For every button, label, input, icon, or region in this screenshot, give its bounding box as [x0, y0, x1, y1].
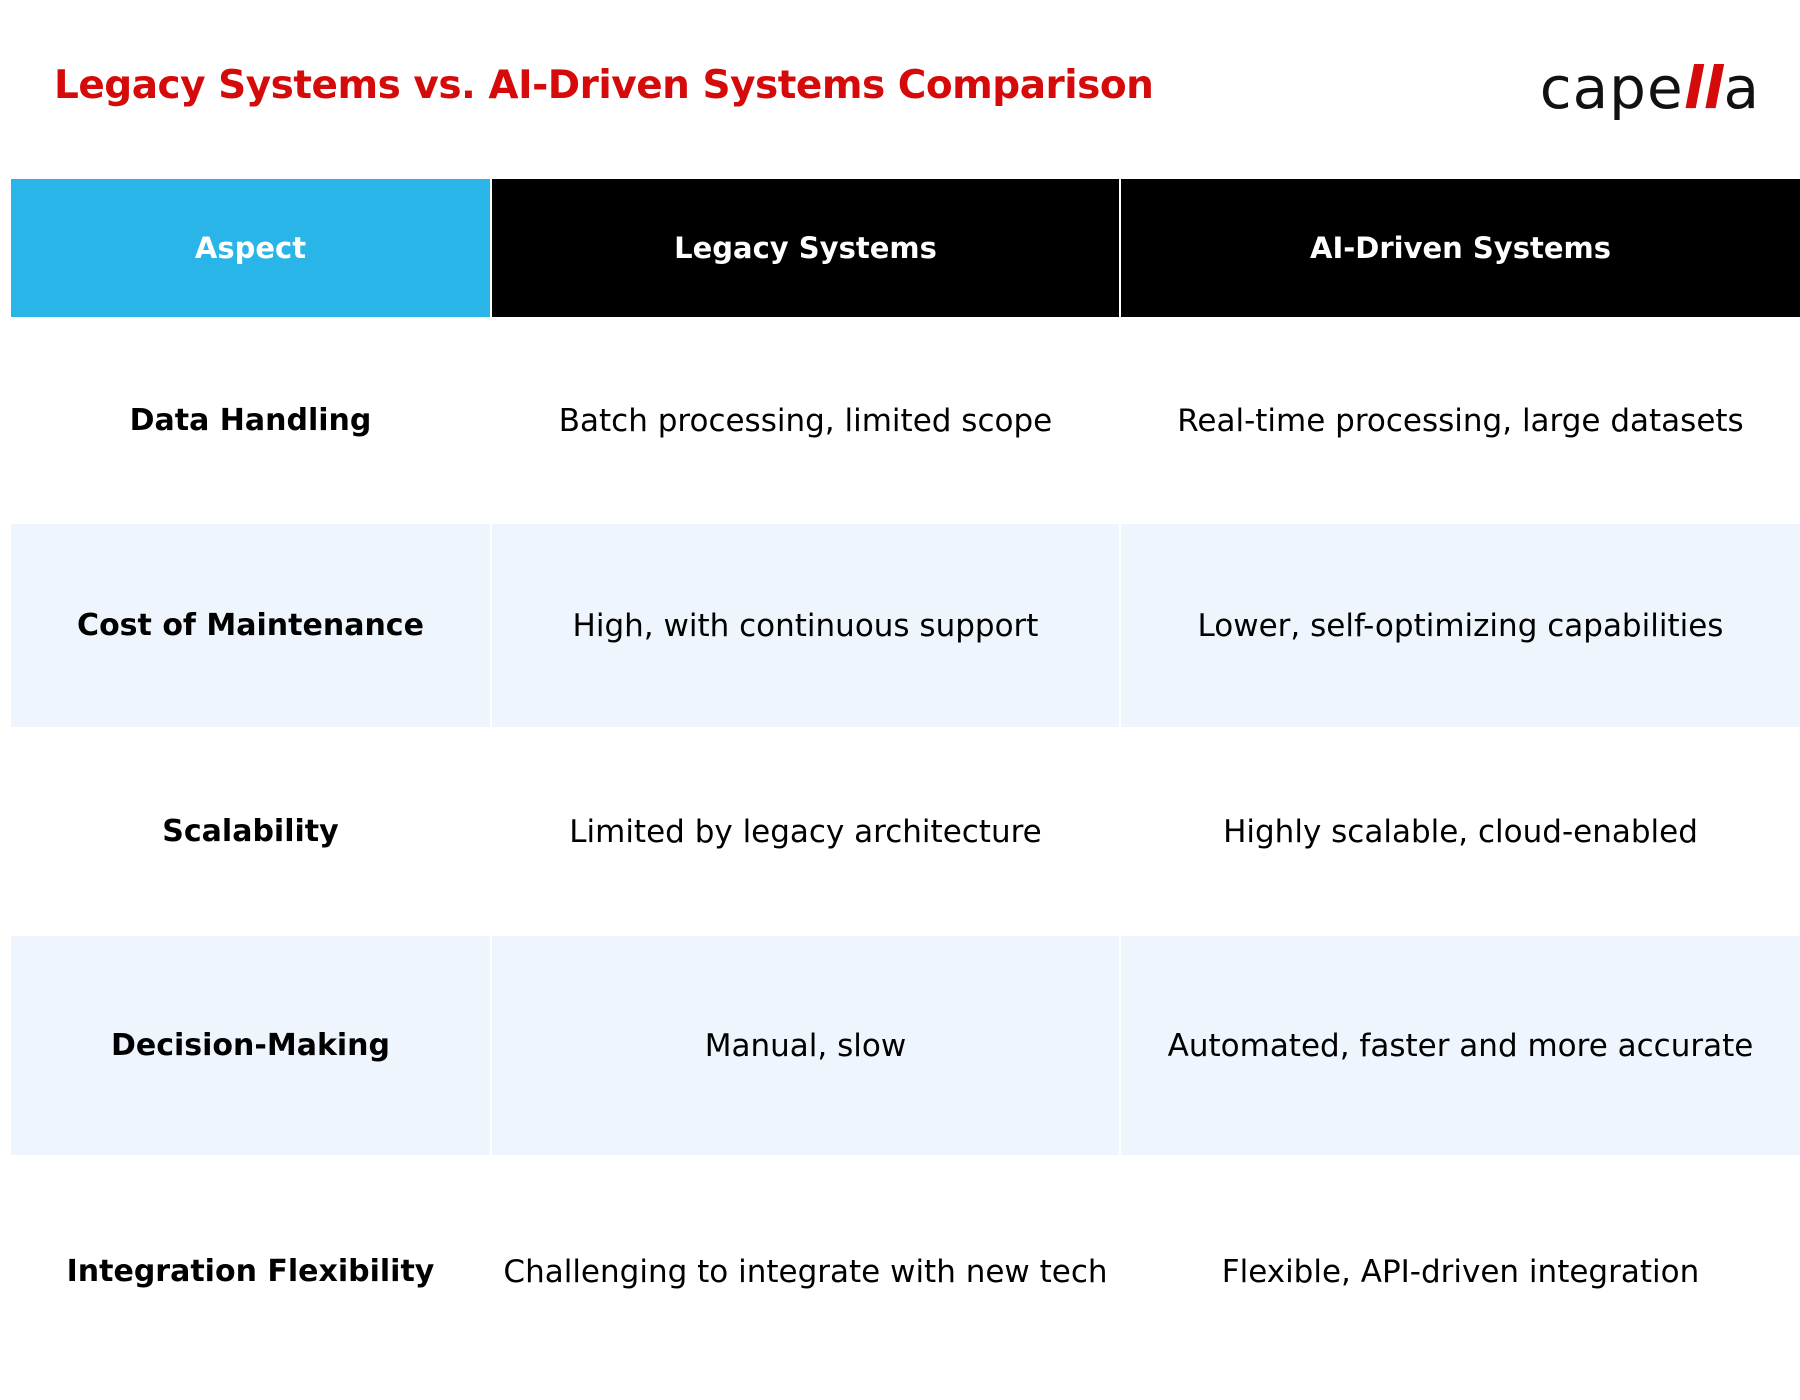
row-decision-making-legacy: Manual, slow: [490, 936, 1119, 1155]
header-legacy-systems: Legacy Systems: [490, 179, 1119, 317]
page-title: Legacy Systems vs. AI-Driven Systems Com…: [54, 63, 1154, 108]
comparison-table: Aspect Legacy Systems AI-Driven Systems …: [11, 179, 1800, 1388]
row-cost-of-maintenance-aspect: Cost of Maintenance: [11, 524, 490, 727]
row-integration-flexibility-legacy: Challenging to integrate with new tech: [490, 1155, 1119, 1388]
logo-accent: ll: [1683, 54, 1724, 122]
row-integration-flexibility-ai: Flexible, API-driven integration: [1119, 1155, 1800, 1388]
row-scalability-aspect: Scalability: [162, 814, 339, 849]
row-data-handling-ai: Real-time processing, large datasets: [1119, 317, 1800, 524]
capella-logo: capella: [1540, 48, 1760, 128]
row-cost-of-maintenance-ai: Lower, self-optimizing capabilities: [1119, 524, 1800, 727]
header-aspect: Aspect: [11, 179, 490, 317]
row-scalability-ai: Highly scalable, cloud-enabled: [1119, 727, 1800, 936]
row-integration-flexibility-aspect: Integration Flexibility: [66, 1254, 435, 1289]
row-data-handling-aspect: Data Handling: [129, 403, 372, 438]
logo-prefix: cape: [1539, 54, 1684, 122]
header-ai-driven-systems: AI-Driven Systems: [1119, 179, 1800, 317]
row-decision-making-ai: Automated, faster and more accurate: [1119, 936, 1800, 1155]
logo-suffix: a: [1723, 54, 1760, 122]
row-cost-of-maintenance-legacy: High, with continuous support: [490, 524, 1119, 727]
row-scalability-legacy: Limited by legacy architecture: [490, 727, 1119, 936]
row-data-handling-legacy: Batch processing, limited scope: [490, 317, 1119, 524]
row-decision-making-aspect: Decision-Making: [11, 936, 490, 1155]
